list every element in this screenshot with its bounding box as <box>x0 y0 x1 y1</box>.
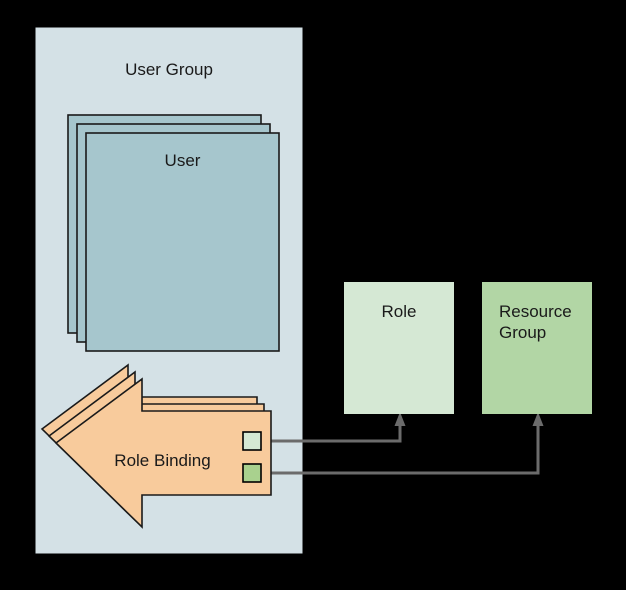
resource-group-port[interactable] <box>242 463 262 483</box>
role-box[interactable] <box>344 282 454 414</box>
user-card-front[interactable] <box>85 132 280 352</box>
role-binding-stack[interactable] <box>40 363 272 529</box>
edge-role-binding-to-resource-group[interactable] <box>261 412 544 475</box>
resource-group-box[interactable] <box>482 282 592 414</box>
edge-role-binding-to-role[interactable] <box>261 412 406 443</box>
user-card-stack[interactable] <box>67 114 280 352</box>
role-binding-front[interactable] <box>54 377 272 529</box>
role-port[interactable] <box>242 431 262 451</box>
